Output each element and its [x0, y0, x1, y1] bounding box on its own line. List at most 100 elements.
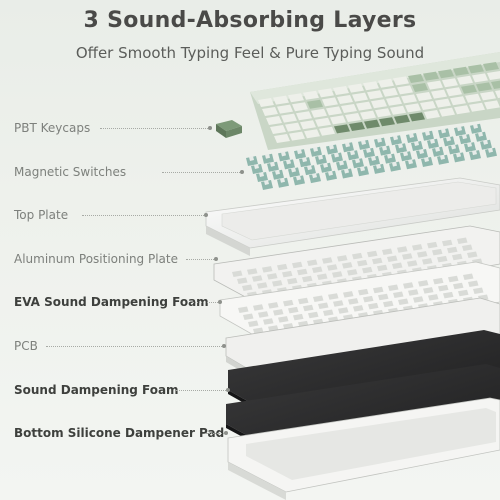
label-pbt-keycaps: PBT Keycaps	[14, 121, 91, 135]
leader-dot	[218, 300, 222, 304]
plate-hole	[303, 304, 314, 312]
plate-hole	[448, 275, 459, 283]
plate-hole	[237, 277, 248, 284]
switch-stem	[441, 128, 446, 134]
plate-hole	[322, 257, 333, 264]
plate-hole	[348, 298, 359, 305]
switch	[454, 126, 466, 137]
keycap	[307, 99, 323, 109]
plate-hole	[442, 239, 453, 247]
switch	[390, 135, 402, 146]
plate-hole	[298, 297, 309, 305]
plate-hole	[357, 259, 368, 267]
keycap	[405, 103, 421, 113]
switch	[309, 173, 321, 184]
keycap	[352, 92, 368, 102]
keycap	[367, 90, 383, 100]
plate-hole	[338, 307, 349, 314]
plate-hole	[438, 284, 449, 292]
plate-hole	[447, 246, 458, 254]
switch-stem	[419, 149, 424, 154]
switch	[262, 153, 274, 164]
switch-stem	[376, 163, 381, 169]
switch	[283, 159, 295, 170]
keycap	[360, 110, 376, 120]
leader-line	[46, 346, 224, 347]
switches-layer	[246, 123, 497, 190]
switch-stem	[286, 159, 291, 165]
switch-stem	[360, 166, 365, 172]
keycap	[401, 94, 417, 104]
keycap	[446, 87, 462, 97]
leader-line	[206, 433, 226, 434]
switch-stem	[312, 173, 317, 179]
keycap	[390, 105, 406, 115]
plate-hole	[282, 270, 293, 278]
keycap	[292, 102, 308, 112]
page-title: 3 Sound-Absorbing Layers	[83, 8, 417, 33]
switch-stem	[393, 135, 398, 141]
switch	[432, 146, 444, 157]
plate-hole	[257, 282, 268, 289]
switch	[406, 133, 418, 143]
switch-stem	[328, 170, 333, 176]
keycap	[281, 113, 297, 123]
plate-hole	[383, 300, 394, 308]
label-pcb: PCB	[14, 339, 38, 353]
switch-stem	[254, 164, 259, 169]
switch-stem	[344, 168, 349, 174]
leader-dot	[240, 170, 244, 174]
switch	[374, 137, 386, 148]
switch-stem	[280, 177, 285, 183]
switch	[278, 151, 290, 162]
label-top-plate: Top Plate	[14, 208, 69, 222]
switch-stem	[440, 154, 445, 160]
switch	[422, 130, 434, 141]
leader-line	[162, 172, 242, 173]
switch-stem	[473, 123, 478, 129]
plate-hole	[317, 273, 328, 280]
keycap	[412, 83, 428, 92]
plate-hole	[363, 295, 374, 303]
switch-stem	[323, 162, 328, 168]
leader-dot	[222, 344, 226, 348]
leader-line	[186, 259, 216, 260]
plate-hole	[277, 263, 288, 271]
switch-stem	[270, 161, 275, 167]
switch-stem	[296, 175, 301, 181]
keycap	[423, 71, 439, 81]
switch	[357, 166, 369, 177]
plate-hole	[242, 284, 253, 291]
keycap	[461, 84, 477, 94]
keycap	[435, 98, 451, 108]
leader-dot	[226, 388, 230, 392]
keycap	[439, 107, 455, 117]
keycap	[491, 80, 500, 89]
top-plate-layer	[205, 177, 500, 256]
leader-line	[82, 215, 206, 216]
keycap	[304, 129, 320, 139]
label-eva-foam: EVA Sound Dampening Foam	[14, 295, 209, 309]
switch	[331, 152, 343, 163]
switch	[464, 142, 476, 153]
keycap	[438, 69, 454, 79]
keycap	[349, 122, 365, 131]
switch	[459, 134, 471, 145]
switch	[352, 158, 364, 169]
switch-stem	[457, 126, 462, 132]
plate-hole	[377, 264, 388, 272]
plate-hole	[267, 273, 278, 280]
keycap	[348, 83, 364, 93]
switch-stem	[435, 146, 440, 152]
keycap	[472, 73, 488, 83]
switch	[294, 149, 306, 160]
switch-stem	[392, 161, 397, 167]
plate-hole	[337, 255, 348, 262]
switch-stem	[387, 153, 392, 159]
switch-stem	[275, 169, 280, 175]
plate-hole	[402, 253, 413, 260]
keycap	[318, 88, 334, 98]
plate-hole	[343, 291, 354, 298]
leader-dot	[208, 126, 212, 130]
keycap	[289, 131, 305, 141]
